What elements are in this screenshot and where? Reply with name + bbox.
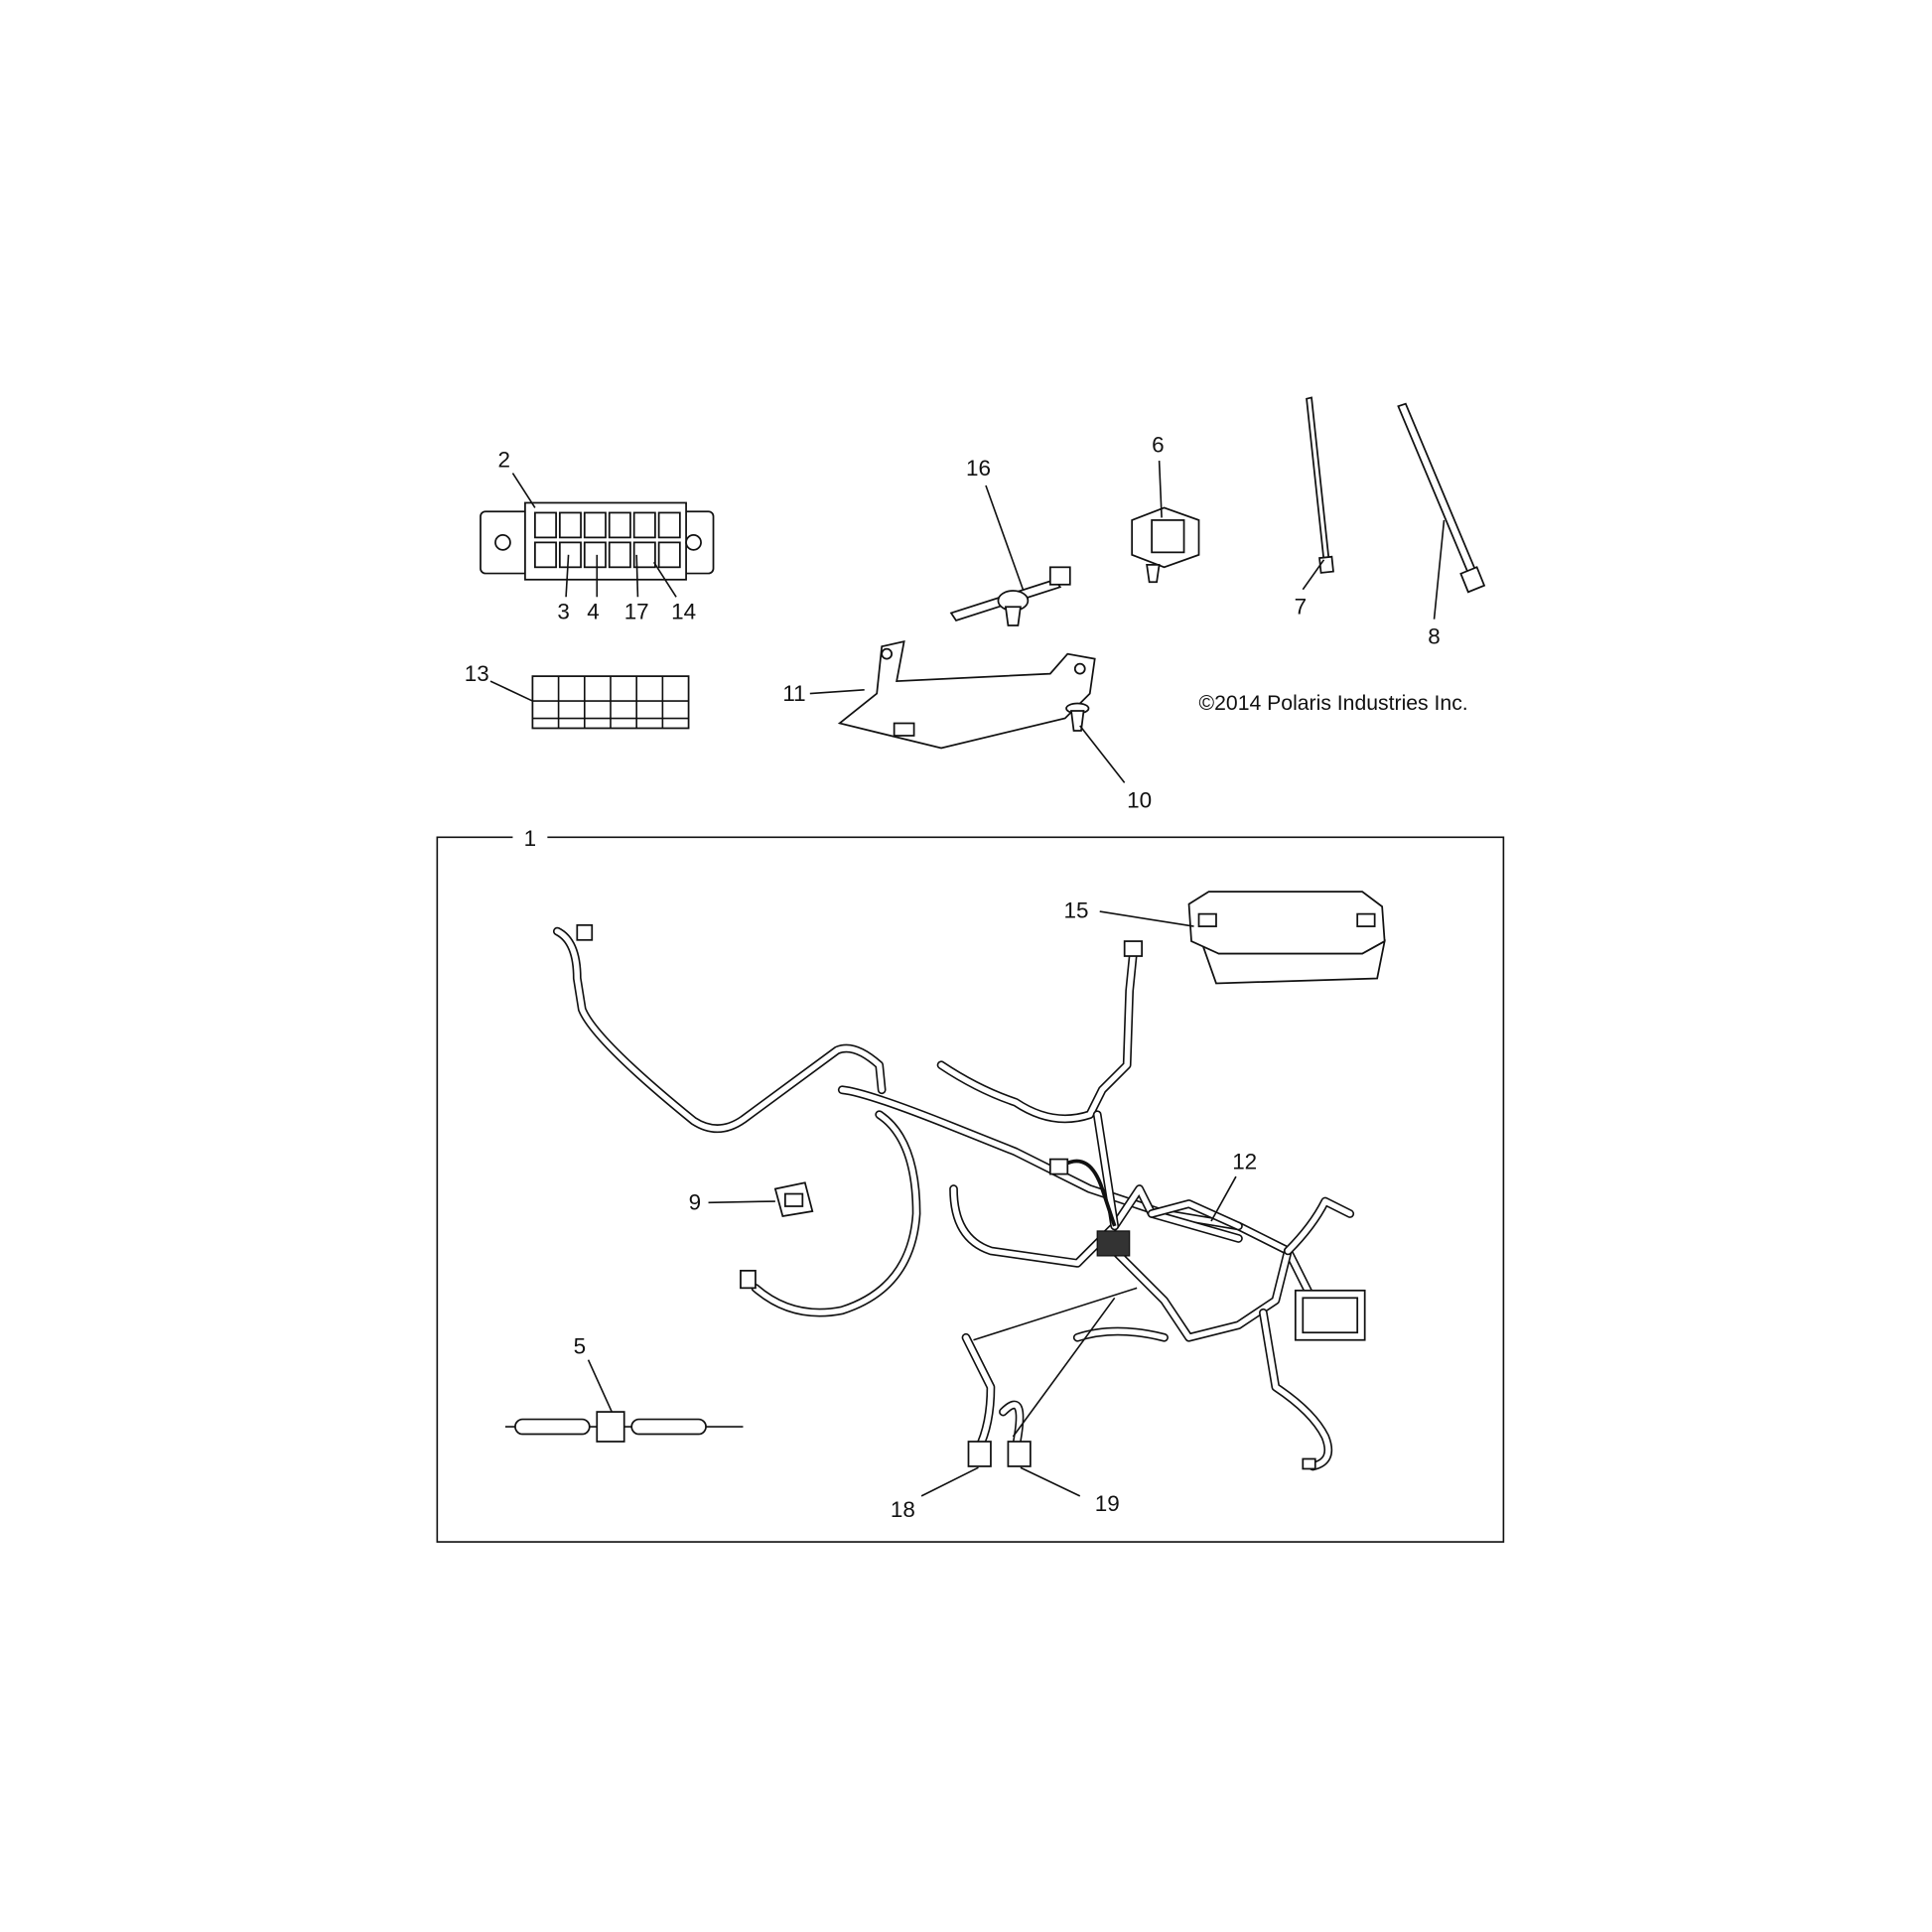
connector-part-18 xyxy=(967,1441,992,1467)
callout-7: 7 xyxy=(1295,595,1307,620)
callout-1: 1 xyxy=(524,826,536,851)
callout-19: 19 xyxy=(1095,1491,1120,1516)
push-rivet-part-10 xyxy=(1065,702,1090,732)
relay-cell xyxy=(558,511,582,539)
callout-2: 2 xyxy=(497,447,509,472)
callout-16: 16 xyxy=(966,456,991,481)
connector-part-9 xyxy=(773,1181,814,1217)
callout-10: 10 xyxy=(1127,787,1152,812)
callout-17: 17 xyxy=(624,600,649,624)
leader-lines xyxy=(489,461,1446,1497)
callout-18: 18 xyxy=(891,1497,915,1522)
relay-box-part-2 xyxy=(480,501,715,581)
wiring-harness-part-1 xyxy=(552,923,1366,1471)
relay-cell xyxy=(657,541,681,569)
harness-frame xyxy=(436,836,1505,1543)
callout-8: 8 xyxy=(1428,624,1440,649)
module-part-15 xyxy=(1187,891,1386,985)
relay-cell xyxy=(583,541,607,569)
relay-cell xyxy=(632,541,656,569)
relay-cell xyxy=(608,541,631,569)
relay-cell xyxy=(608,511,631,539)
cable-tie-part-7 xyxy=(1306,396,1334,574)
inline-fuse-part-5 xyxy=(504,1411,744,1443)
callout-12: 12 xyxy=(1232,1150,1257,1174)
fuse-label-part-13 xyxy=(531,675,690,730)
relay-cell xyxy=(583,511,607,539)
callout-4: 4 xyxy=(587,600,599,624)
callout-13: 13 xyxy=(465,661,489,686)
relay-cell xyxy=(657,511,681,539)
callout-9: 9 xyxy=(689,1190,701,1215)
callout-15: 15 xyxy=(1064,897,1089,922)
copyright-text: ©2014 Polaris Industries Inc. xyxy=(1199,692,1468,715)
callout-11: 11 xyxy=(782,681,805,706)
connector-part-19 xyxy=(1007,1441,1032,1467)
relay-cell xyxy=(534,511,557,539)
cable-tie-part-8 xyxy=(1397,402,1486,594)
callout-3: 3 xyxy=(557,600,569,624)
callout-14: 14 xyxy=(671,600,696,624)
relay-cell xyxy=(632,511,656,539)
relay-cell xyxy=(534,541,557,569)
bracket-part-11 xyxy=(837,640,1096,750)
cable-tie-clip-part-16 xyxy=(949,566,1071,626)
callout-6: 6 xyxy=(1152,432,1164,457)
connector-part-6 xyxy=(1131,506,1200,584)
callout-5: 5 xyxy=(574,1333,586,1358)
relay-cell xyxy=(558,541,582,569)
